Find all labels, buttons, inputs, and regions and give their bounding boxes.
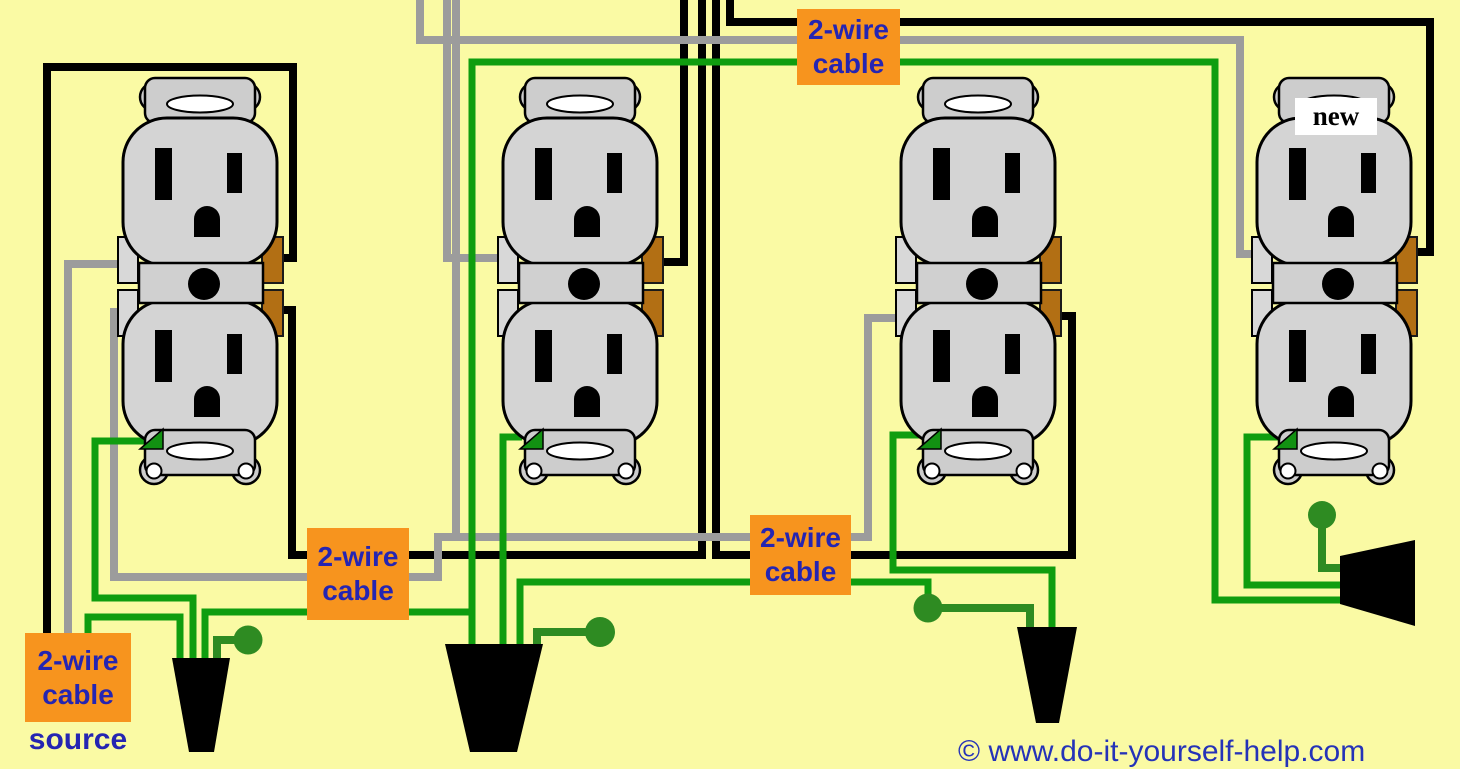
cable-label-line: cable [322,575,394,606]
cable-label-source: 2-wire cable [25,633,131,722]
outlet-3 [894,76,1063,486]
cable-label-top: 2-wire cable [797,9,900,85]
cable-label-between-1-2: 2-wire cable [307,528,409,620]
pigtail-box4 [1318,515,1340,572]
cable-clamp-box2 [445,644,543,752]
cable-clamp-box3 [1017,627,1077,723]
cable-clamp-box4 [1340,540,1415,626]
cable-label-line: cable [42,678,114,710]
hot-wire-outlet1-out [281,0,706,559]
wire-connector-box2 [585,617,615,647]
outlet-2 [496,76,665,486]
source-caption: source [28,723,128,756]
pigtail-box2 [533,628,600,646]
neutral-wire-source-to-outlet1 [64,260,124,648]
cable-clamp-source [172,658,230,752]
ground-wire-outlet3 [889,431,1056,630]
wire-connector-box4 [1308,501,1336,529]
outlet-1 [116,76,285,486]
new-outlet-badge: new [1295,98,1377,135]
copyright-text: © www.do-it-yourself-help.com [958,735,1366,768]
outlet-4-new [1250,76,1419,486]
ground-wire-source [84,613,184,661]
cable-label-line: cable [812,48,885,79]
cable-label-line: 2-wire [808,14,889,45]
wire-connector-box1 [233,625,263,655]
ground-wire-box2-to-box3 [516,578,932,647]
hot-wire-outlet3-out [712,0,1076,559]
wire-connector-box3 [913,593,943,623]
hot-wire-source-to-outlet1 [43,63,297,648]
hot-wire-top-cable-to-outlet4 [726,0,1434,256]
ground-wire-top-cable [468,58,1340,647]
neutral-wire-outlet1-to-outlet3 [110,308,899,581]
diagram-canvas [43,0,1434,752]
wiring-diagram: 2-wire cable 2-wire cable 2-wire cable 2… [25,0,1434,768]
hot-wire-outlet2-in [664,0,688,266]
cable-label-line: 2-wire [760,522,841,553]
neutral-wire-outlet2-in [443,0,501,262]
ground-wire-outlet2 [499,433,522,647]
ground-wire-outlet4 [1243,433,1340,589]
cable-label-line: 2-wire [37,644,119,676]
neutral-wire-top-cable-to-outlet4 [416,0,1259,258]
cable-label-line: 2-wire [317,541,399,572]
ground-wire-outlet1 [91,437,197,661]
cable-label-line: cable [764,556,837,587]
cable-label-between-3-4: 2-wire cable [750,515,851,595]
pigtail-box3 [941,604,1034,629]
